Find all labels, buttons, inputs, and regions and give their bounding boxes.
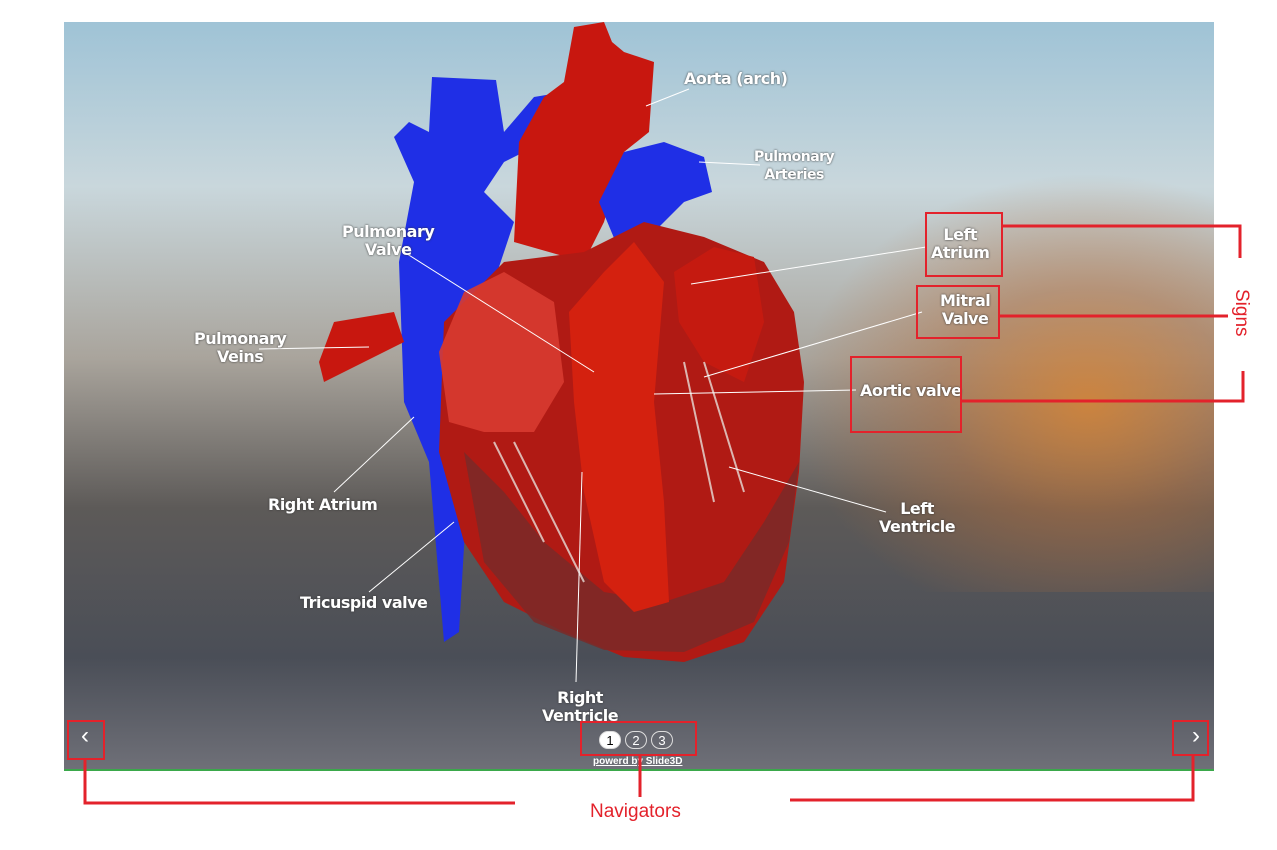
label-aorta: Aorta (arch) [684,69,788,88]
label-right-atrium: Right Atrium [268,495,378,514]
label-left-ventricle: Left Ventricle [879,499,956,536]
page-dot-3[interactable]: 3 [651,731,673,749]
navigators-annotation-label: Navigators [590,801,681,822]
signs-annotation-label: Signs [1231,289,1252,337]
nav-box-next [1172,720,1209,756]
right-atrium-chamber [439,272,564,432]
next-slide-button[interactable]: › [1192,722,1200,749]
sign-box-left-atrium [925,212,1003,277]
heart-model[interactable] [64,22,1214,770]
left-atrium-chamber [674,247,764,382]
label-pulmonary-arteries: Pulmonary Arteries [754,149,835,183]
powered-by-link[interactable]: powerd by Slide3D [593,756,683,767]
sign-box-aortic-valve [850,356,962,433]
3d-heart-viewer[interactable]: Aorta (arch) Pulmonary Arteries Left Atr… [64,22,1214,770]
viewer-bottom-border [64,769,1214,771]
label-left-atrium: Left Atrium [931,225,990,262]
nav-box-pager [580,721,697,756]
label-tricuspid-valve: Tricuspid valve [300,593,428,612]
nav-box-prev [67,720,105,760]
label-mitral-valve: Mitral Valve [940,291,991,328]
sign-box-mitral-valve [916,285,1000,339]
aorta [514,22,654,262]
page-dot-2[interactable]: 2 [625,731,647,749]
label-pulmonary-veins: Pulmonary Veins [194,329,287,366]
label-pulmonary-valve: Pulmonary Valve [342,222,435,259]
prev-slide-button[interactable]: ‹ [81,722,89,749]
label-right-ventricle: Right Ventricle [542,688,619,725]
ventricle-wall [464,452,799,652]
septum [569,242,669,612]
page-dot-1[interactable]: 1 [599,731,621,749]
page-indicator: 1 2 3 [599,731,673,749]
label-aortic-valve: Aortic valve [860,381,962,400]
